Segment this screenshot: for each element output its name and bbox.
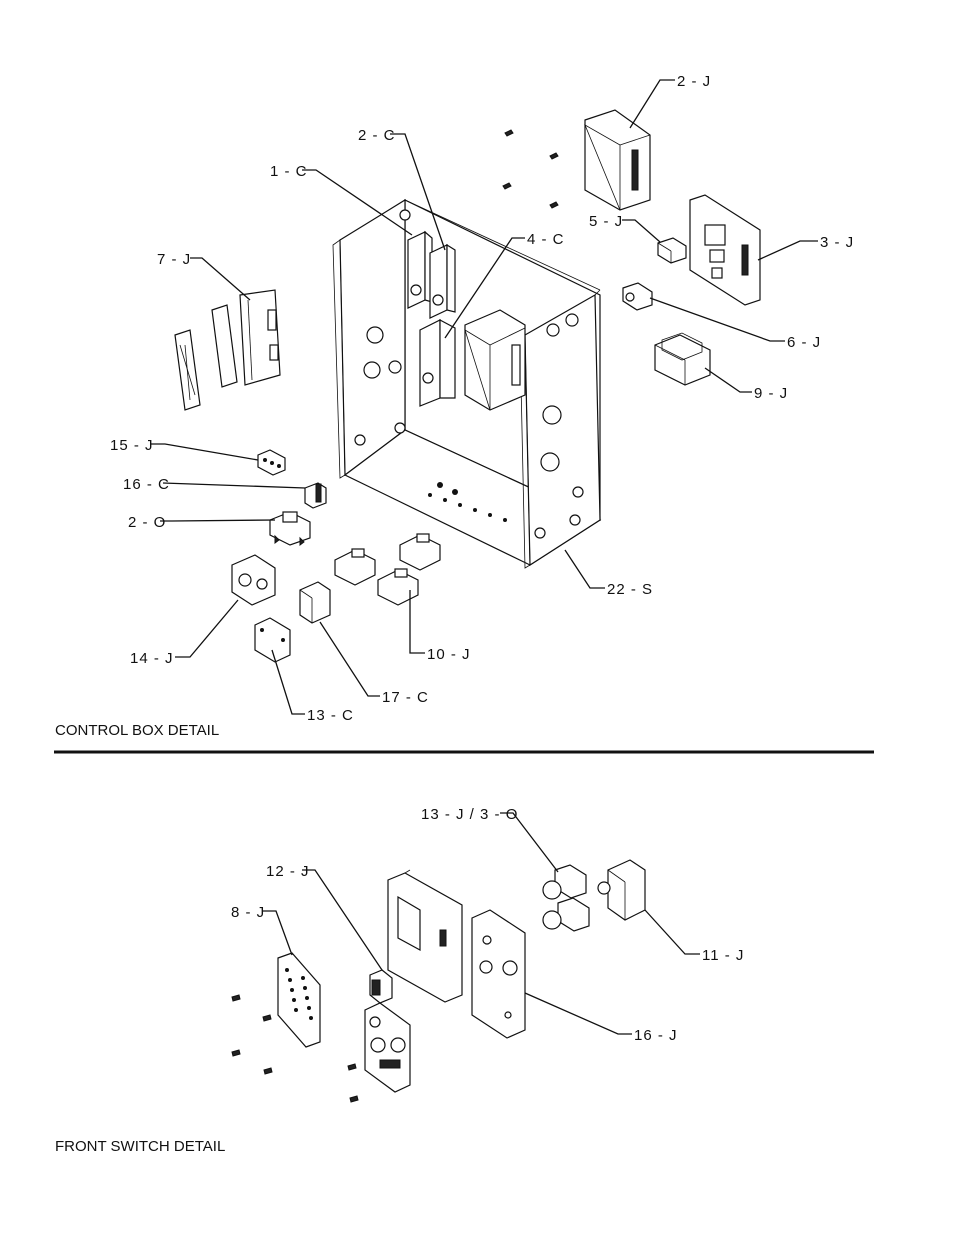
panel-16j <box>471 909 526 1039</box>
callout-3j: 3 - J <box>820 234 854 251</box>
callout-13c: 13 - C <box>307 707 354 724</box>
transformer-9j <box>654 332 711 386</box>
callout-6j: 6 - J <box>787 334 821 351</box>
relay-17c <box>299 581 331 624</box>
relay-2c <box>429 243 456 319</box>
relay-6j <box>622 282 653 311</box>
relay-5j <box>657 237 687 264</box>
callout-1c: 1 - C <box>270 163 308 180</box>
callout-2o: 2 - O <box>128 514 166 531</box>
module-2j <box>584 109 651 211</box>
callout-2c: 2 - C <box>358 127 396 144</box>
callouts-front: 13 - J / 3 - O 12 - J 8 - J 11 - J 16 - … <box>231 806 744 1044</box>
callouts-control: 2 - J 2 - C 1 - C 4 - C 5 - J 3 - J 7 - … <box>110 73 854 724</box>
callout-22s: 22 - S <box>607 581 653 598</box>
callout-14j: 14 - J <box>130 650 174 667</box>
callout-2j: 2 - J <box>677 73 711 90</box>
back-panel-contactor <box>464 309 526 411</box>
rocker-switch-12j <box>369 969 393 1004</box>
switch-14j <box>231 554 276 606</box>
component-2o <box>269 511 311 546</box>
relays-10j <box>334 533 441 606</box>
callout-13j-3o: 13 - J / 3 - O <box>421 806 518 823</box>
callout-9j: 9 - J <box>754 385 788 402</box>
mounting-screws <box>502 129 559 209</box>
callout-8j: 8 - J <box>231 904 265 921</box>
control-box-detail-title: CONTROL BOX DETAIL <box>55 722 220 739</box>
control-board-3j <box>689 194 761 306</box>
callout-7j: 7 - J <box>157 251 191 268</box>
front-switch-detail-title: FRONT SWITCH DETAIL <box>55 1138 226 1155</box>
callout-5j: 5 - J <box>589 213 623 230</box>
callout-15j: 15 - J <box>110 437 154 454</box>
callout-10j: 10 - J <box>427 646 471 663</box>
relay-4c <box>419 319 456 407</box>
switch-plate <box>364 1002 411 1093</box>
callout-16j: 16 - J <box>634 1027 678 1044</box>
front-switch-assembly: 13 - J / 3 - O 12 - J 8 - J 11 - J 16 - … <box>231 806 744 1103</box>
front-screws <box>231 994 359 1103</box>
fuse-block-16c <box>304 482 327 509</box>
callout-12j: 12 - J <box>266 863 310 880</box>
leader-lines-front <box>263 812 700 1035</box>
control-box-assembly: 2 - J 2 - C 1 - C 4 - C 5 - J 3 - J 7 - … <box>110 73 854 724</box>
relay-1c <box>407 230 433 309</box>
circuit-board-7j <box>174 289 281 411</box>
callout-17c: 17 - C <box>382 689 429 706</box>
leader-lines-control <box>150 79 818 715</box>
terminal-block-15j <box>257 449 286 476</box>
plate-13c <box>254 617 291 663</box>
callout-16c: 16 - C <box>123 476 170 493</box>
mounting-bracket <box>387 869 463 1003</box>
callout-11j: 11 - J <box>702 947 744 964</box>
indicator-lights-13j-3o <box>542 864 590 932</box>
callout-4c: 4 - C <box>527 231 565 248</box>
overlay-panel-8j <box>277 952 321 1048</box>
breaker-11j <box>597 859 646 921</box>
